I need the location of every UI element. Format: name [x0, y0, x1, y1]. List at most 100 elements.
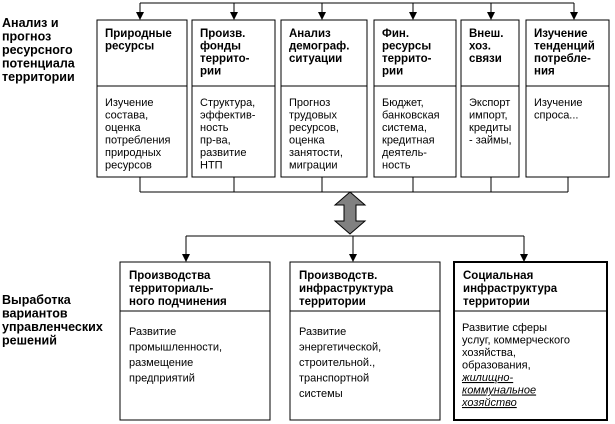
top-box-desc-line: кредитная [382, 135, 435, 147]
section-label-line: территории [2, 70, 75, 84]
bottom-box-title-line: Производства [129, 270, 211, 282]
top-box-title-line: Фин. [382, 28, 409, 40]
top-box-desc-line: развитие [200, 147, 246, 159]
bottom-box-desc-line: размещение [129, 357, 193, 369]
top-box-title-line: демограф. [289, 41, 349, 53]
bottom-box-desc-line: образования, [462, 360, 531, 372]
top-box [460, 19, 520, 178]
bottom-box-desc-line: строительной., [299, 357, 375, 369]
top-box-title-line: Природные [105, 28, 172, 40]
top-arrow-head [570, 12, 578, 20]
top-box-title-line: ситуации [289, 53, 342, 65]
top-box-title-line: потребле- [534, 53, 591, 65]
top-box-desc-line: оценка [289, 135, 326, 147]
top-box-desc-line: Бюджет, [382, 97, 424, 109]
top-box-desc-line: деятель- [382, 147, 427, 159]
section-label-line: Выработка [2, 293, 72, 307]
section-label-line: управленческих [2, 320, 103, 334]
section-label-line: решений [2, 334, 57, 348]
top-box-desc-line: ность [382, 160, 411, 172]
bottom-box-emphasis-line: жилищно- [461, 372, 514, 384]
top-box-title-line: рии [200, 66, 221, 78]
top-arrow-head [487, 12, 495, 20]
bottom-box-title-line: территориаль- [129, 283, 214, 295]
bottom-arrow-head [349, 254, 357, 262]
top-box-desc-line: пр-ва, [200, 135, 231, 147]
top-box [373, 19, 457, 178]
top-box-desc-line: импорт, [469, 110, 508, 122]
highlighted-box [453, 261, 608, 421]
top-box-title-line: террито- [200, 53, 250, 65]
top-arrow-head [230, 12, 238, 20]
top-box-desc-line: система, [382, 122, 427, 134]
bottom-box-desc-line: транспортной [299, 373, 369, 385]
bottom-box-desc-line: предприятий [129, 373, 195, 385]
top-box-desc-line: Экспорт [469, 97, 510, 109]
top-box-desc-line: занятости, [289, 147, 343, 159]
top-box-desc-line: природных [105, 147, 162, 159]
top-box-desc-line: ность [200, 122, 229, 134]
top-box-title-line: Изучение [534, 28, 588, 40]
bottom-box-title-line: территории [299, 296, 366, 308]
bottom-box-desc-line: хозяйства, [462, 347, 516, 359]
top-box-title-line: тенденций [534, 41, 595, 53]
top-box-desc-line: потребления [105, 135, 171, 147]
top-box-desc-line: ресурсов, [289, 122, 339, 134]
top-arrow-head [318, 12, 326, 20]
bottom-box-title-line: территории [463, 296, 530, 308]
top-box-desc-line: кредиты [469, 122, 511, 134]
bottom-box-emphasis-line: хозяйство [461, 397, 517, 409]
top-box-desc-line: спроса... [534, 110, 578, 122]
bottom-box-emphasis-line: коммунальное [462, 385, 536, 397]
top-box-desc-line: миграции [289, 160, 338, 172]
top-box-desc-line: Изучение [105, 97, 154, 109]
top-box-desc-line: - займы, [469, 135, 512, 147]
top-box-title-line: фонды [200, 41, 241, 53]
bottom-box [289, 261, 441, 421]
top-box-desc-line: ресурсов [105, 160, 152, 172]
top-box-title-line: Анализ [289, 28, 331, 40]
bottom-arrow-head [520, 254, 528, 262]
bottom-box-desc-line: промышленности, [129, 342, 222, 354]
bottom-box [119, 261, 271, 421]
top-arrow-head [136, 12, 144, 20]
bottom-box-title-line: инфраструктура [299, 283, 394, 295]
top-box-title-line: ресурсы [382, 41, 431, 53]
top-box-title-line: Произв. [200, 28, 245, 40]
section-label-line: прогноз [2, 30, 51, 44]
bottom-box-desc-line: Развитие сферы [462, 322, 547, 334]
bottom-box-desc-line: системы [299, 388, 343, 400]
bottom-box-desc-line: Развитие [299, 326, 346, 338]
bottom-box-title-line: ного подчинения [129, 296, 227, 308]
top-box-title-line: хоз. [469, 41, 491, 53]
top-box-desc-line: эффектив- [200, 110, 256, 122]
top-box [191, 19, 276, 178]
top-box-title-line: ния [534, 66, 555, 78]
section-label-line: потенциала [2, 57, 76, 71]
top-box [96, 19, 188, 178]
bottom-box-desc-line: энергетической, [299, 342, 381, 354]
top-box-title-line: рии [382, 66, 403, 78]
bottom-box-title-line: инфраструктура [463, 283, 558, 295]
section-label-line: ресурсного [2, 43, 73, 57]
top-box-desc-line: оценка [105, 122, 142, 134]
section-label-line: вариантов [2, 307, 68, 321]
top-box-desc-line: Структура, [200, 97, 255, 109]
top-box-title-line: Внеш. [469, 28, 503, 40]
top-box-title-line: террито- [382, 53, 432, 65]
bottom-box-title-line: Производств. [299, 270, 377, 282]
top-box-desc-line: НТП [200, 160, 223, 172]
top-box-title-line: связи [469, 53, 502, 65]
section-label-line: Анализ и [2, 16, 59, 30]
two-way-connector [333, 191, 367, 235]
top-box-desc-line: Изучение [534, 97, 583, 109]
bottom-arrow-head [182, 254, 190, 262]
top-box-desc-line: Прогноз [289, 97, 330, 109]
bottom-box-desc-line: Развитие [129, 326, 176, 338]
bottom-box-desc-line: услуг, коммерческого [462, 335, 570, 347]
top-box-title-line: ресурсы [105, 41, 154, 53]
bottom-box-title-line: Социальная [463, 270, 533, 282]
top-box-desc-line: состава, [105, 110, 148, 122]
top-box-desc-line: банковская [382, 110, 440, 122]
